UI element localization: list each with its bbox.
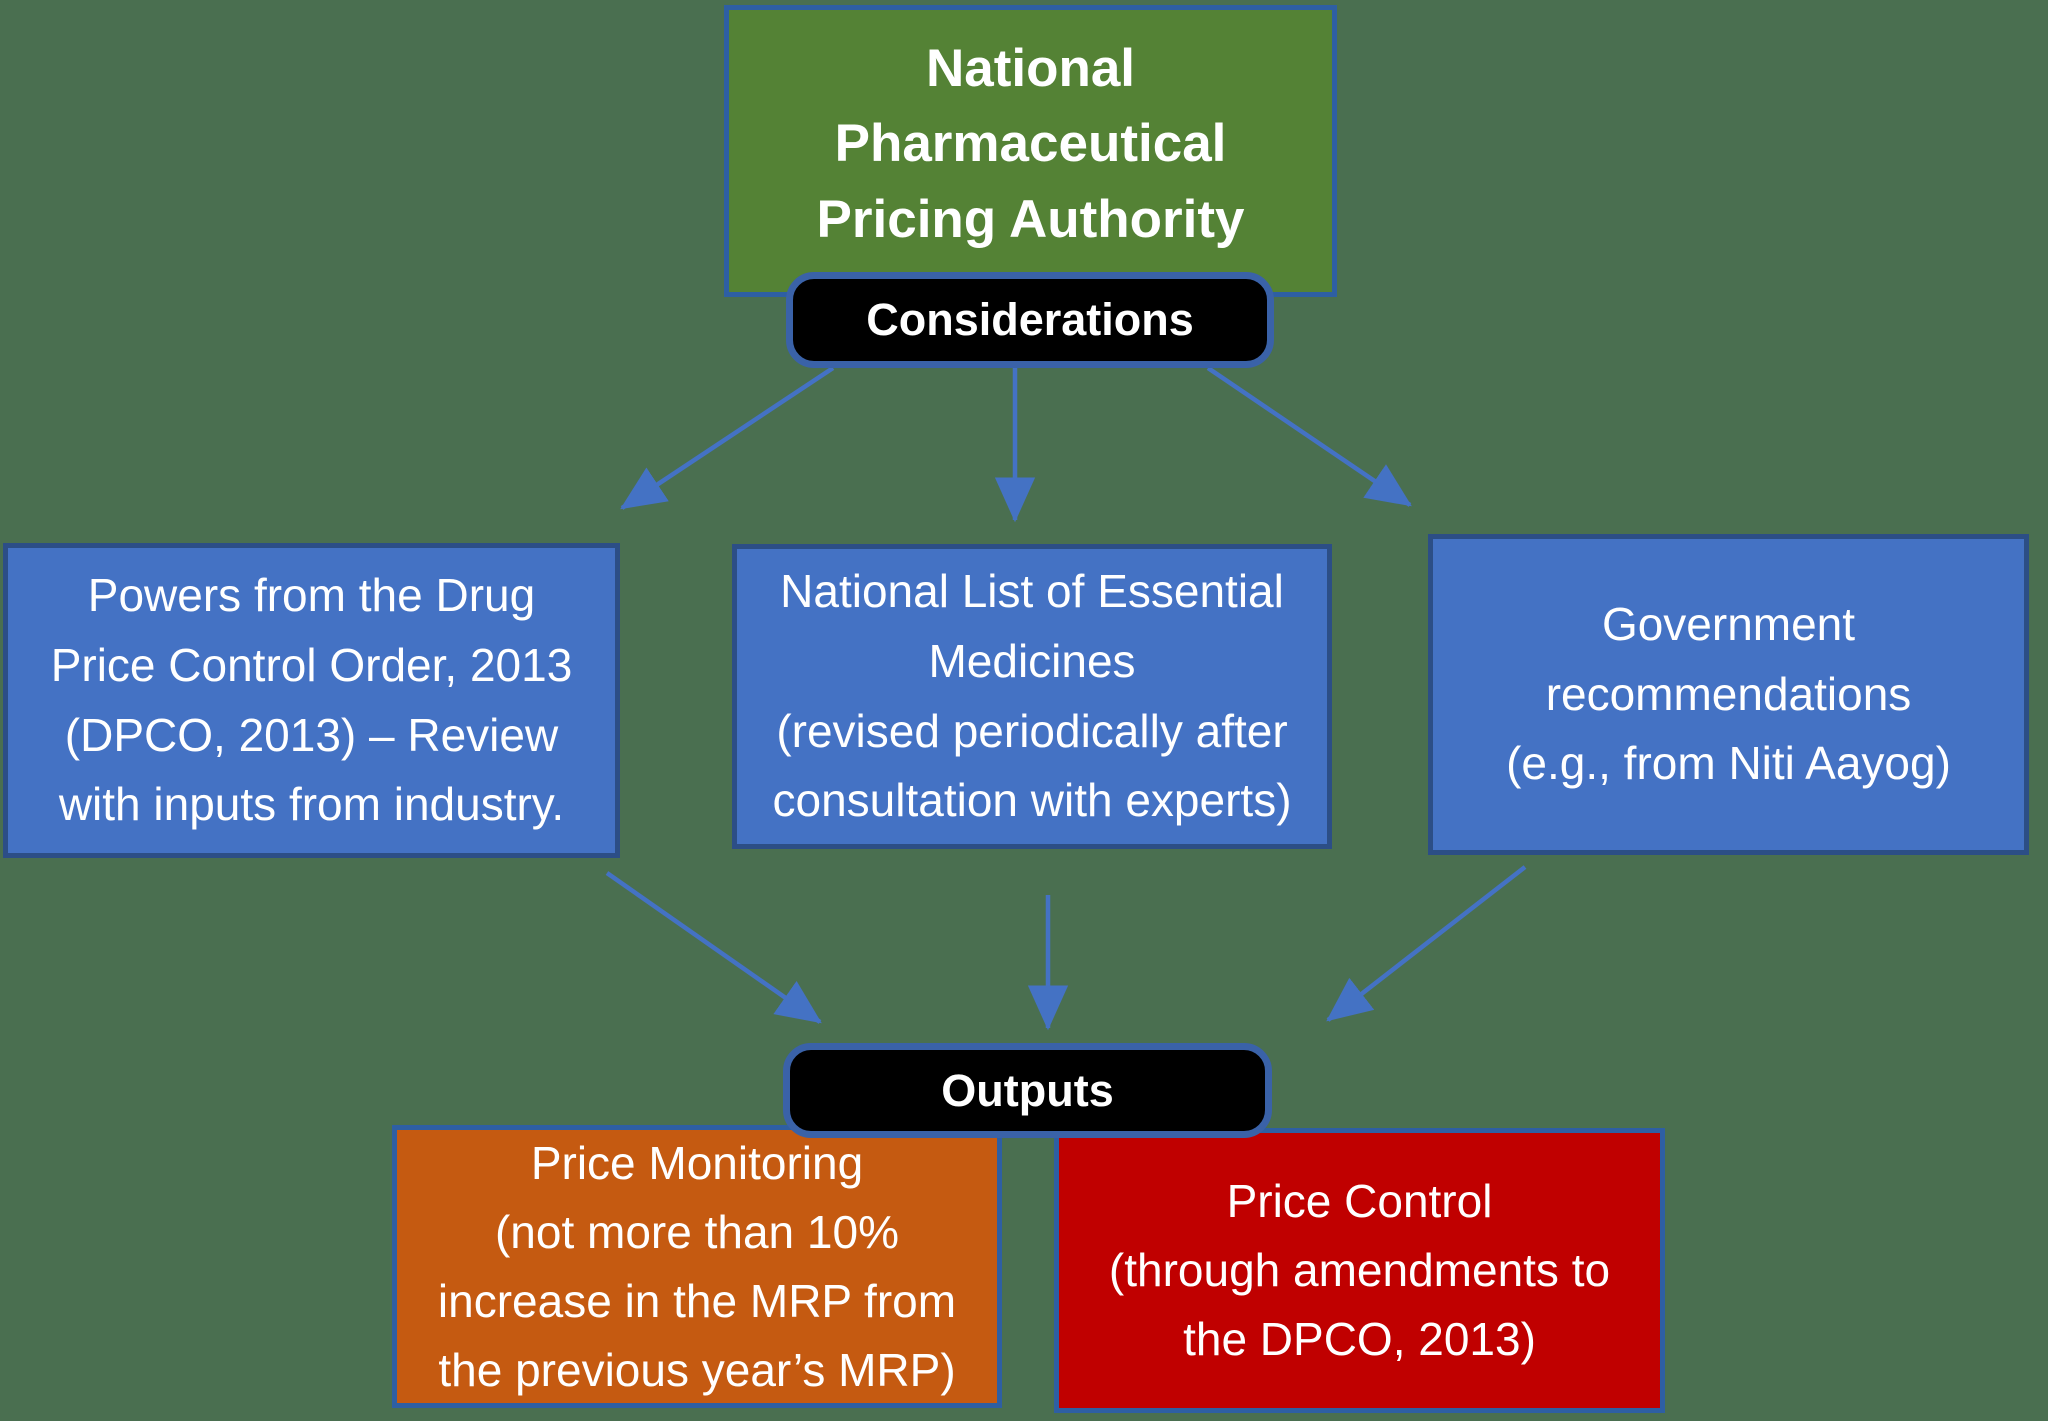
pill-outputs: Outputs [783,1043,1272,1138]
node-authority-label: National Pharmaceutical Pricing Authorit… [816,39,1245,249]
node-authority: National Pharmaceutical Pricing Authorit… [724,5,1337,297]
node-dpco-powers-label: Powers from the Drug Price Control Order… [50,568,573,831]
node-govt-recommendations: Government recommendations (e.g., from N… [1428,534,2029,855]
node-price-monitoring-label: Price Monitoring (not more than 10% incr… [437,1136,957,1396]
node-govt-recommendations-label: Government recommendations (e.g., from N… [1506,597,1951,790]
node-essential-medicines: National List of Essential Medicines (re… [732,544,1332,849]
arrow-considerations-to-dpco [620,366,835,510]
node-price-control-label: Price Control (through amendments to the… [1108,1175,1611,1365]
arrow-dpco-to-outputs [605,871,822,1024]
node-dpco-powers: Powers from the Drug Price Control Order… [3,543,620,858]
node-essential-medicines-label: National List of Essential Medicines (re… [772,564,1292,827]
arrow-considerations-to-govt [1206,366,1412,507]
node-price-monitoring: Price Monitoring (not more than 10% incr… [392,1125,1002,1408]
pill-considerations: Considerations [786,272,1274,368]
pill-considerations-label: Considerations [866,294,1194,345]
pill-outputs-label: Outputs [941,1064,1114,1116]
arrow-govt-to-outputs [1326,865,1527,1022]
node-price-control: Price Control (through amendments to the… [1054,1128,1665,1413]
